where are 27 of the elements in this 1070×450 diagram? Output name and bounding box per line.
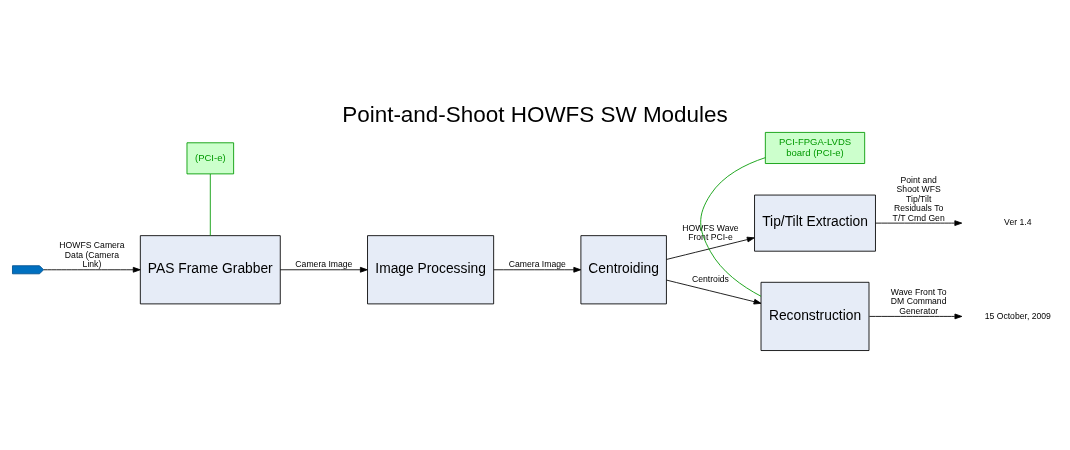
arrow [279,266,368,273]
edge-label: HOWFS Wave Front PCI-e [682,222,739,242]
arrow [493,266,582,273]
edge-label: Point and Shoot WFS Tip/Tilt Residuals To T/T Cmd Gen [892,174,945,223]
node-box: Tip/Tilt Extraction [754,194,876,252]
edge-label: HOWFS Camera Data (Camera Link) [59,239,125,269]
edge-label: Camera Image [295,258,353,269]
arrow [666,236,755,260]
node-box: Centroiding [580,234,667,304]
edge-label: Camera Image [508,258,566,269]
diagram-title: Point-and-Shoot HOWFS SW Modules [342,101,728,127]
node-box: Reconstruction [760,281,870,351]
label: 15 October, 2009 [984,310,1051,321]
connector [209,173,211,236]
connector [700,156,766,297]
arrow [666,279,762,304]
node-box: Image Processing [367,234,495,304]
arrow [875,219,963,226]
node-box: PAS Frame Grabber [139,234,281,304]
arrow [43,266,141,273]
node-box: PCI-FPGA-LVDS board (PCI-e) [764,131,866,164]
node-pentagon [12,264,44,274]
label: Ver 1.4 [1004,216,1032,227]
node-box: (PCI-e) [186,141,235,174]
edge-label: Centroids [692,273,729,284]
arrow [869,313,963,319]
edge-label: Wave Front To DM Command Generator [890,286,947,316]
